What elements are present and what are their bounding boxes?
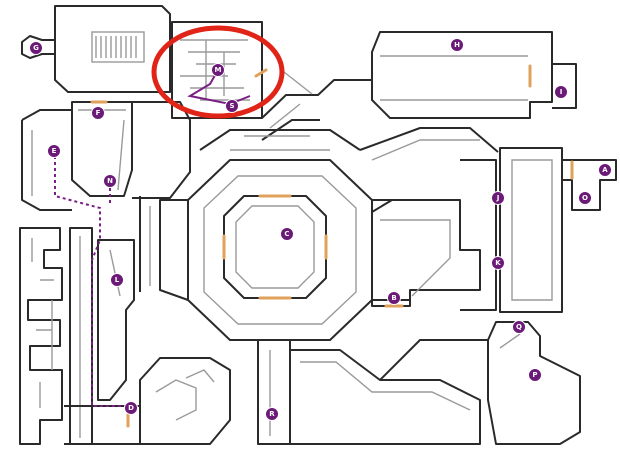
svg-text:O: O [582,194,588,202]
svg-text:C: C [284,230,289,238]
svg-text:E: E [52,147,57,155]
b-room [371,199,481,307]
svg-text:K: K [495,259,501,267]
sw-room [139,357,231,445]
h-room [371,31,553,119]
south-room [290,349,481,445]
c-core [223,195,327,299]
svg-text:Q: Q [516,323,522,331]
map-walls [19,5,617,445]
svg-text:N: N [107,177,113,185]
marker-a[interactable]: A [598,163,612,177]
jk-hall [460,159,497,311]
marker-e[interactable]: E [47,144,61,158]
map-routes [54,69,251,407]
svg-text:H: H [454,41,460,49]
marker-n[interactable]: N [103,174,117,188]
svg-text:J: J [496,194,500,202]
svg-text:R: R [269,410,275,418]
marker-i[interactable]: I [554,85,568,99]
marker-d[interactable]: D [124,401,138,415]
marker-m[interactable]: M [211,63,225,77]
svg-text:I: I [560,88,563,96]
marker-o[interactable]: O [578,191,592,205]
marker-b[interactable]: B [387,291,401,305]
marker-g[interactable]: G [29,41,43,55]
svg-text:S: S [229,102,234,110]
svg-text:A: A [602,166,608,174]
svg-text:M: M [215,66,222,74]
g-alcove [21,35,55,59]
svg-text:P: P [532,371,537,379]
stair-room [54,5,171,93]
p-room [487,321,581,445]
marker-f[interactable]: F [91,106,105,120]
i-room [552,63,577,109]
marker-l[interactable]: L [110,273,124,287]
marker-p[interactable]: P [528,368,542,382]
svg-text:D: D [128,404,134,412]
marker-c[interactable]: C [280,227,294,241]
marker-r[interactable]: R [265,407,279,421]
marker-q[interactable]: Q [512,320,526,334]
central-hall [187,159,373,341]
svg-text:F: F [96,109,101,117]
svg-text:G: G [33,44,39,52]
highlight-circle [151,25,285,119]
map-markers: A B C D E F G H I J K L M N O P Q R S [29,38,612,421]
left-maze [19,227,63,445]
marker-s[interactable]: S [225,99,239,113]
marker-j[interactable]: J [491,191,505,205]
marker-h[interactable]: H [450,38,464,52]
svg-text:B: B [391,294,396,302]
l-room [97,239,135,401]
stair-block [91,31,145,63]
marker-k[interactable]: K [491,256,505,270]
a-corridor [562,159,617,211]
svg-text:L: L [115,276,120,284]
